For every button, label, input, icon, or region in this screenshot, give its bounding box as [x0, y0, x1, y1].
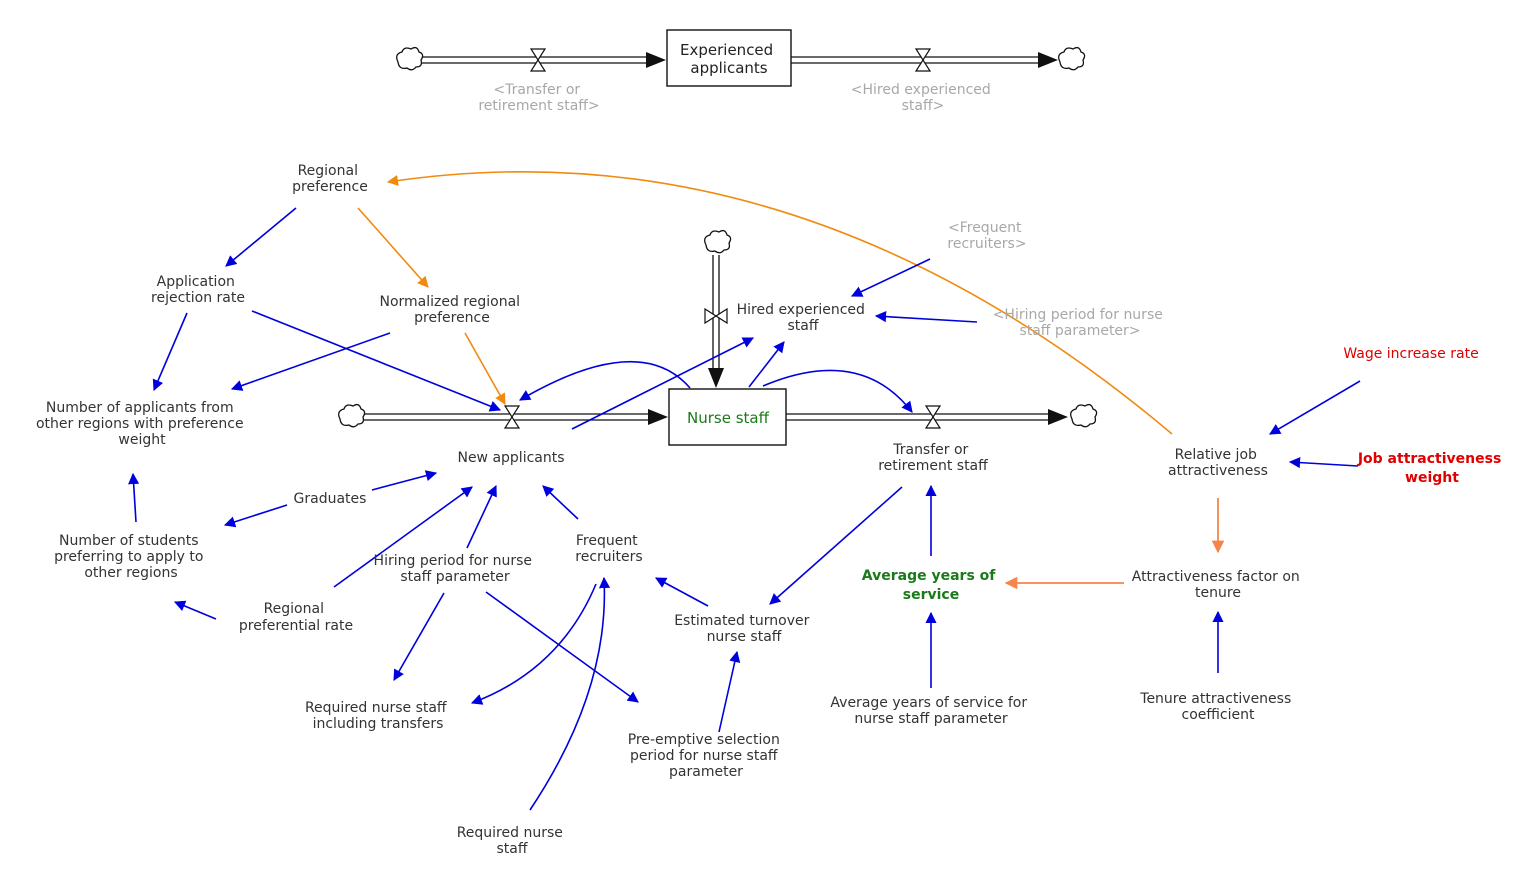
- var-graduates[interactable]: Graduates: [294, 491, 367, 507]
- var-attractiveness-factor-on-tenure[interactable]: Attractiveness factor on tenure: [1132, 569, 1305, 601]
- link-arrow: [542, 485, 579, 520]
- stock-box-experienced-applicants[interactable]: [666, 29, 792, 87]
- shadow-transfer-or-retirement: <Transfer or retirement staff>: [478, 82, 599, 114]
- link-arrow: [393, 592, 445, 681]
- valve-icon: [914, 48, 932, 72]
- link-arrow: [386, 170, 1173, 435]
- link-arrow: [748, 341, 785, 388]
- stock-label-experienced-applicants: Experienced applicants: [680, 41, 778, 77]
- var-required-nurse-staff[interactable]: Required nurse staff: [457, 825, 568, 857]
- link-arrow: [485, 591, 639, 703]
- var-frequent-recruiters[interactable]: Frequent recruiters: [575, 533, 642, 565]
- var-application-rejection-rate[interactable]: Application rejection rate: [151, 274, 245, 306]
- var-normalized-regional-preference[interactable]: Normalized regional preference: [379, 294, 524, 326]
- link-arrow: [173, 600, 217, 620]
- source-cloud-icon: [338, 403, 366, 428]
- link-arrow: [225, 207, 297, 267]
- stock-box-nurse-staff[interactable]: [668, 388, 787, 446]
- sink-cloud-icon: [1070, 403, 1098, 428]
- stock-label-nurse-staff: Nurse staff: [687, 409, 770, 427]
- valve-icon: [529, 48, 547, 72]
- link-arrow: [529, 576, 611, 811]
- link-arrow: [357, 207, 429, 288]
- link-arrow: [223, 504, 288, 528]
- valve-icon: [503, 405, 521, 429]
- link-arrow: [251, 310, 502, 412]
- var-new-applicants[interactable]: New applicants: [457, 450, 564, 466]
- var-transfer-or-retirement-staff[interactable]: Transfer or retirement staff: [878, 442, 988, 474]
- link-arrow: [466, 484, 497, 549]
- source-cloud-icon: [704, 229, 732, 254]
- link-arrow: [519, 360, 691, 401]
- experienced-applicants-flow: Experienced applicants <Transfer or reti…: [396, 29, 1086, 114]
- var-relative-job-attractiveness[interactable]: Relative job attractiveness: [1168, 447, 1268, 479]
- var-regional-preference[interactable]: Regional preference: [292, 163, 368, 195]
- var-estimated-turnover[interactable]: Estimated turnover nurse staff: [674, 613, 814, 645]
- var-number-of-applicants[interactable]: Number of applicants from other regions …: [36, 400, 248, 448]
- link-arrow: [128, 472, 140, 523]
- shadow-hiring-period: <Hiring period for nurse staff parameter…: [993, 307, 1168, 339]
- var-tenure-attractiveness-coefficient[interactable]: Tenure attractiveness coefficient: [1139, 691, 1295, 723]
- var-required-nurse-staff-incl[interactable]: Required nurse staff including transfers: [305, 700, 451, 732]
- var-number-of-students[interactable]: Number of students preferring to apply t…: [54, 533, 208, 581]
- valve-icon: [704, 307, 728, 325]
- valve-icon: [924, 405, 942, 429]
- causal-links: [128, 170, 1361, 811]
- link-arrow: [718, 650, 741, 733]
- link-arrow: [769, 486, 903, 605]
- var-hiring-period-param[interactable]: Hiring period for nurse staff parameter: [374, 553, 537, 585]
- var-pre-emptive-selection[interactable]: Pre-emptive selection period for nurse s…: [628, 732, 785, 780]
- link-arrow: [655, 577, 709, 607]
- link-arrow: [874, 311, 978, 323]
- link-arrow: [470, 583, 597, 705]
- link-arrow: [1269, 380, 1361, 435]
- nurse-staff-flow: Nurse staff: [338, 229, 1098, 446]
- link-arrow: [850, 258, 931, 297]
- var-avg-years-service-param[interactable]: Average years of service for nurse staff…: [830, 695, 1031, 727]
- shadow-hired-experienced: <Hired experienced staff>: [851, 82, 995, 114]
- var-job-attractiveness-weight[interactable]: Job attractiveness weight: [1357, 451, 1506, 486]
- link-arrow: [230, 332, 391, 391]
- link-arrow: [371, 470, 438, 491]
- sink-cloud-icon: [1058, 46, 1086, 71]
- link-arrow: [762, 369, 913, 413]
- shadow-frequent-recruiters: <Frequent recruiters>: [947, 220, 1026, 252]
- link-arrow: [152, 312, 188, 392]
- link-arrow: [333, 486, 473, 588]
- var-wage-increase-rate[interactable]: Wage increase rate: [1343, 346, 1478, 362]
- var-average-years-of-service[interactable]: Average years of service: [862, 568, 1000, 603]
- var-regional-preferential-rate[interactable]: Regional preferential rate: [239, 601, 353, 634]
- link-arrow: [464, 332, 506, 405]
- source-cloud-icon: [396, 46, 424, 71]
- link-arrow: [1288, 457, 1359, 469]
- link-arrow: [571, 337, 755, 430]
- var-hired-experienced-staff[interactable]: Hired experienced staff: [737, 302, 870, 334]
